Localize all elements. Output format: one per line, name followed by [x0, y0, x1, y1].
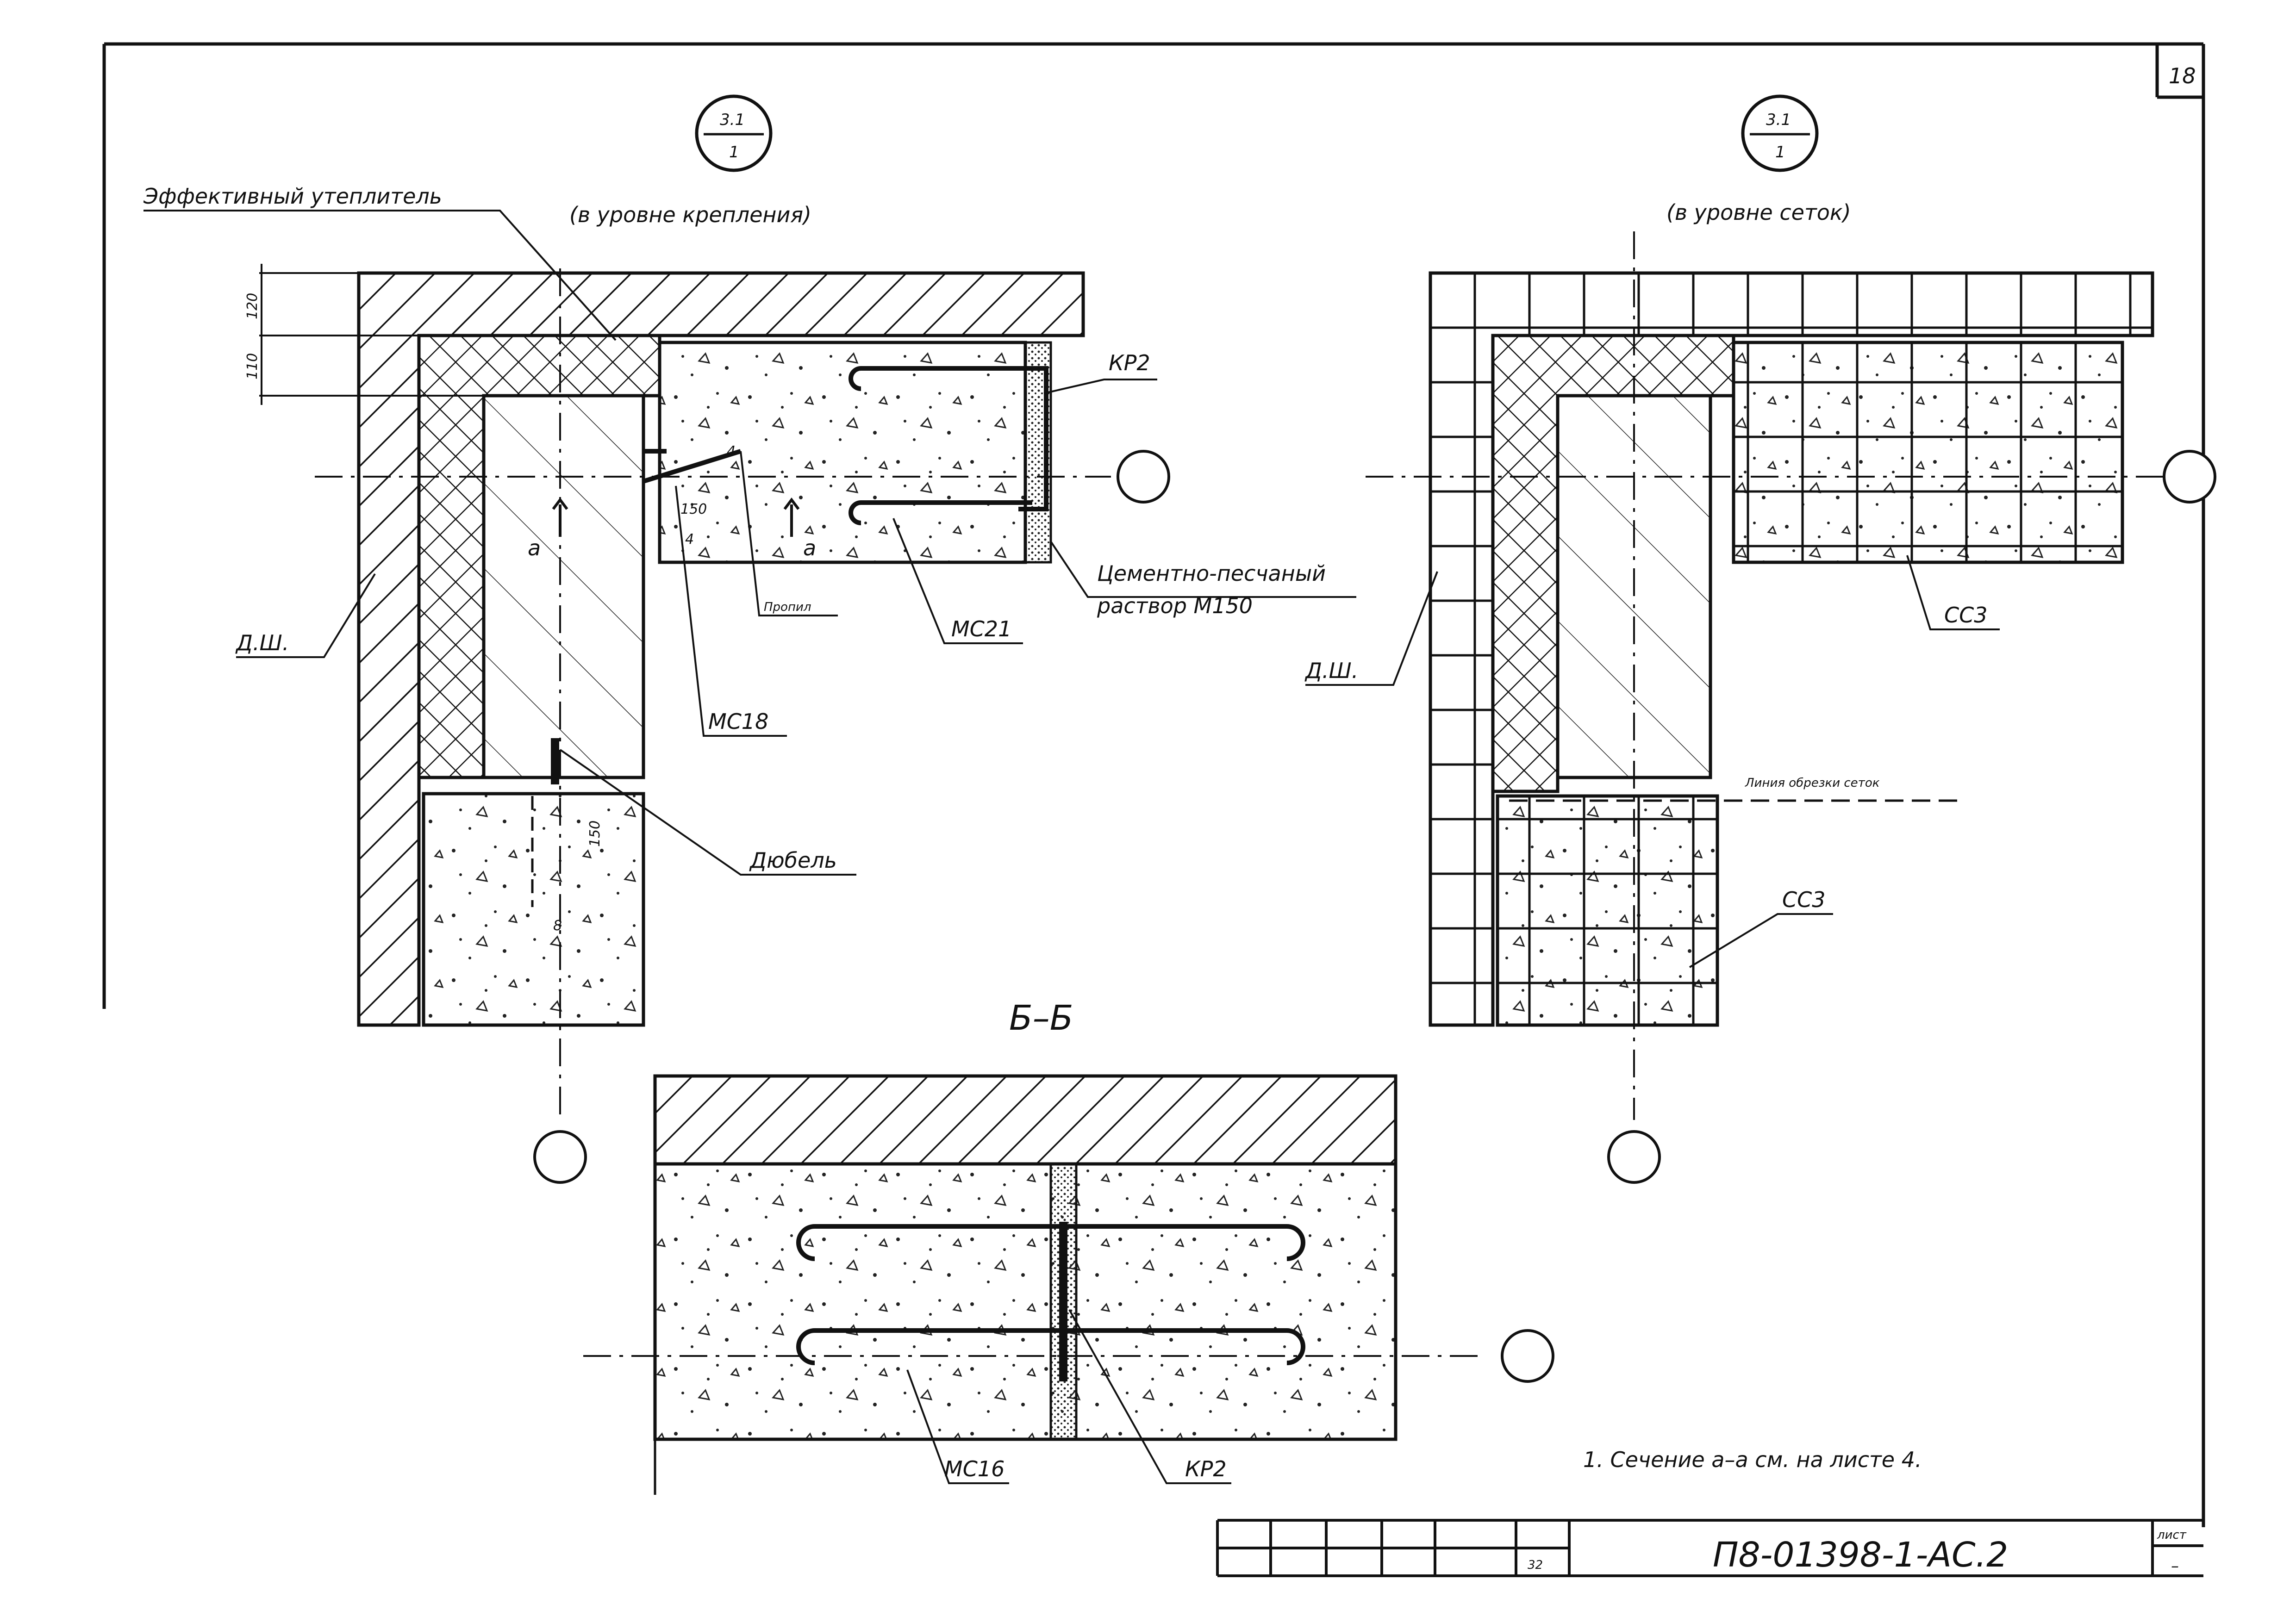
sheet-code: П8-01398-1-АС.2 — [1713, 1535, 2008, 1575]
caption-right: (в уровне сеток) — [1666, 200, 1851, 225]
label-mortar-1: Цементно-песчаный — [1097, 561, 1326, 586]
section-mark-a-right: а — [803, 535, 816, 560]
concrete-bb — [653, 1162, 1398, 1441]
section-title: Б–Б — [1009, 998, 1073, 1038]
callout-right-top: 3.1 — [1766, 111, 1791, 129]
stamp-cell: 32 — [1528, 1558, 1543, 1572]
label-cut-line: Линия обрезки сеток — [1745, 776, 1880, 790]
axis-marker-right-1 — [2163, 450, 2216, 504]
label-insulation: Эффективный утеплитель — [143, 184, 442, 209]
stamp-label: лист — [2157, 1528, 2187, 1542]
concrete-bottom-left — [422, 792, 645, 1027]
sheet-frame — [102, 42, 2205, 1527]
dim-8: 8 — [553, 918, 562, 934]
label-dowel: Дюбель — [749, 848, 837, 873]
concrete-right-left — [658, 341, 1027, 564]
axis-marker-right-2 — [1607, 1130, 1661, 1184]
dowel — [551, 738, 559, 784]
title-block — [1216, 1519, 2203, 1577]
axis-marker-left-1 — [1117, 450, 1170, 504]
bar-upper-bb — [796, 1224, 1305, 1261]
bar-kr2-left — [849, 366, 1048, 511]
callout-left: 3.1 1 — [695, 94, 773, 172]
left-leaders — [144, 210, 1356, 876]
section-leaders — [906, 1309, 1231, 1484]
dim-120: 120 — [244, 293, 261, 319]
brick-strip-bb — [653, 1074, 1398, 1166]
callout-right: 3.1 1 — [1741, 94, 1819, 172]
callout-right-bottom: 1 — [1775, 143, 1785, 162]
label-ms21: МС21 — [951, 616, 1011, 641]
label-dsh-right: Д.Ш. — [1304, 658, 1358, 683]
label-ss3-top: СС3 — [1944, 603, 1988, 628]
label-kr2-top: КР2 — [1109, 350, 1150, 375]
label-ss3-bottom: СС3 — [1782, 887, 1826, 912]
stamp-value: – — [2171, 1557, 2179, 1575]
label-dsh-left: Д.Ш. — [235, 630, 289, 655]
label-ms18: МС18 — [708, 709, 768, 734]
label-ms16: МС16 — [944, 1456, 1004, 1481]
axis-marker-left-2 — [533, 1130, 587, 1184]
right-leaders — [1305, 555, 2000, 968]
callout-left-top: 3.1 — [720, 111, 745, 129]
dim-110: 110 — [244, 353, 261, 379]
section-bb — [583, 1074, 1554, 1495]
glass-block-left — [482, 394, 645, 779]
right-plan — [1366, 231, 2216, 1184]
label-kr2-bottom: КР2 — [1185, 1456, 1227, 1481]
note: 1. Сечение а–а см. на листе 4. — [1583, 1447, 1922, 1472]
caption-left: (в уровне крепления) — [569, 202, 811, 227]
label-propil: Пропил — [764, 600, 811, 614]
dim-150-v: 150 — [587, 821, 603, 847]
left-plan: а а 120 110 150 4 4 150 8 — [244, 264, 1170, 1184]
label-mortar-2: раствор М150 — [1097, 593, 1253, 618]
section-mark-a-left: а — [528, 535, 541, 560]
bar-ms21-left — [849, 500, 1032, 525]
sheet-number: 18 — [2169, 63, 2196, 88]
dim-4-b: 4 — [685, 531, 694, 547]
callout-left-bottom: 1 — [729, 143, 739, 162]
axis-marker-bb — [1501, 1329, 1554, 1383]
dim-4-a: 4 — [727, 443, 736, 460]
dim-150-h: 150 — [680, 501, 707, 517]
